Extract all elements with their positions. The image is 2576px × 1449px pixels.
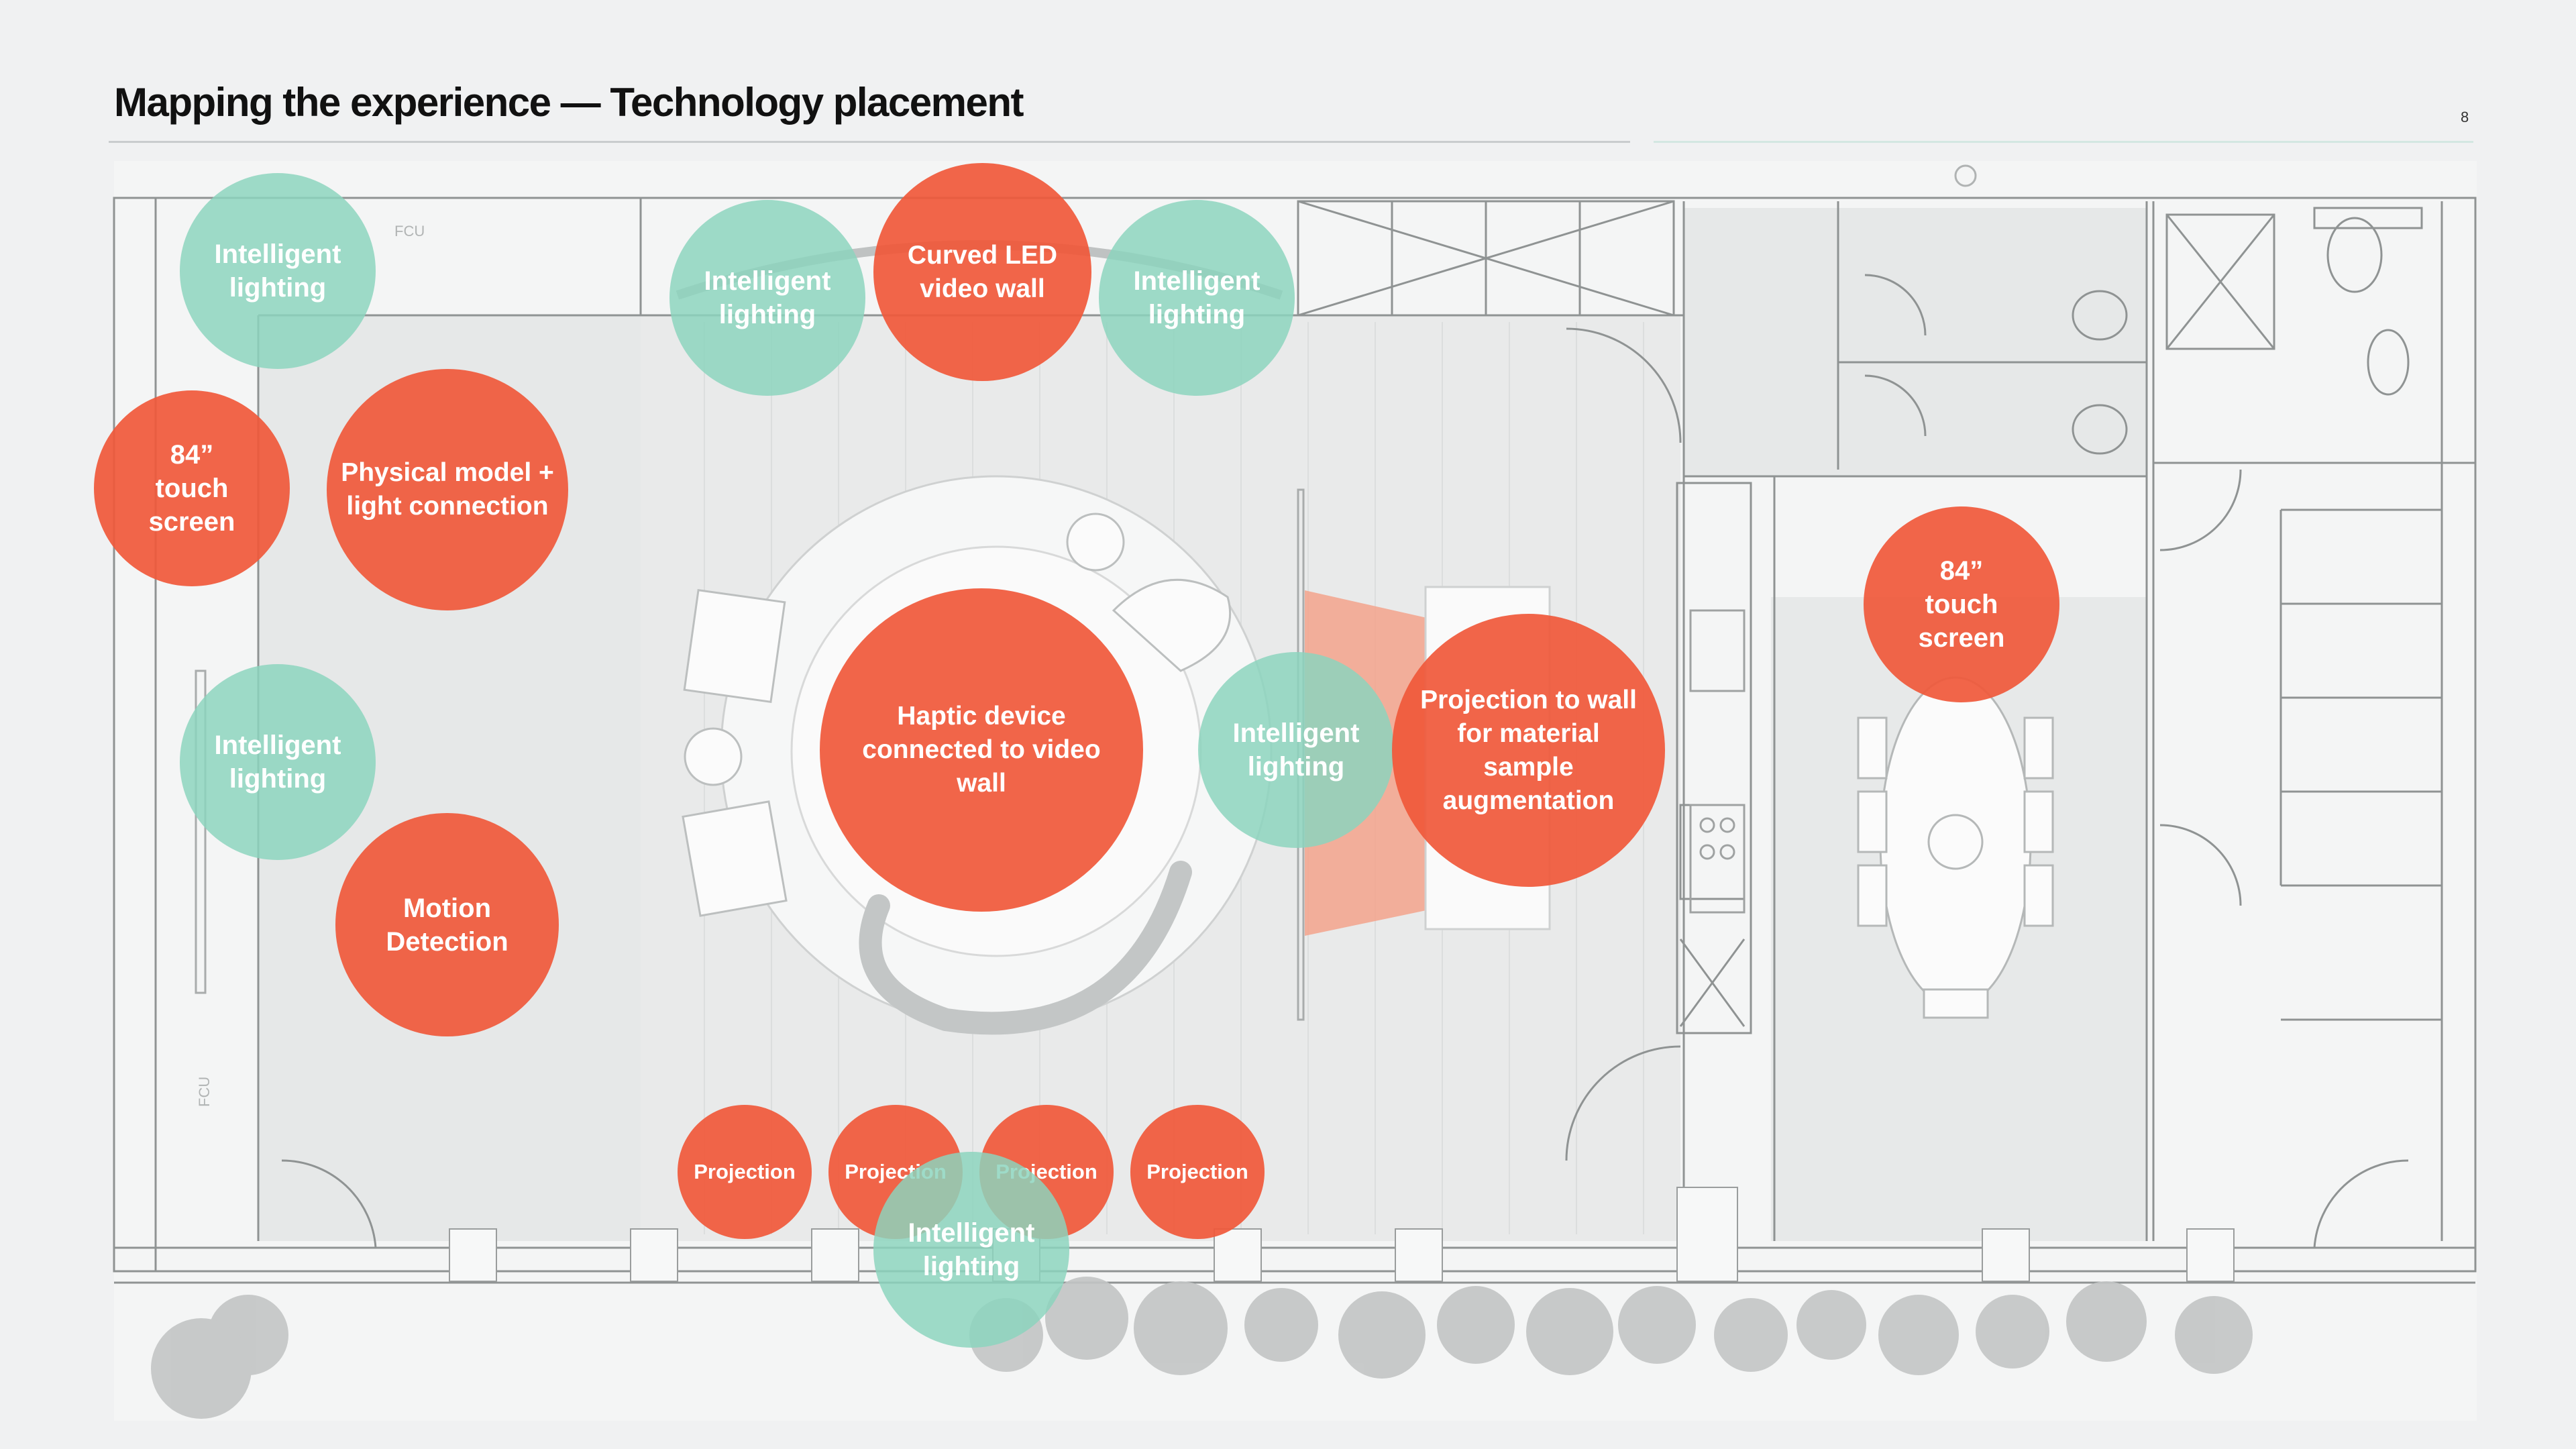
marker-label: Intelligent lighting [214, 731, 341, 794]
marker-label: Curved LED video wall [907, 240, 1058, 303]
marker-label: Intelligent lighting [214, 239, 341, 303]
page-number: 8 [2461, 109, 2469, 125]
fcu-label-top: FCU [394, 223, 425, 239]
marker-label: Projection to wall for material sample a… [1420, 685, 1637, 815]
touch-screen-marker: 84” touch screen [94, 390, 290, 586]
intelligent-lighting-marker: Intelligent lighting [1099, 200, 1295, 396]
haptic-device-marker: Haptic device connected to video wall [820, 588, 1143, 912]
marker-label: Intelligent lighting [908, 1218, 1035, 1281]
marker-label: 84” touch screen [148, 440, 235, 537]
intelligent-lighting-marker: Intelligent lighting [180, 173, 376, 369]
marker-label: Intelligent lighting [1133, 266, 1260, 329]
marker-label: 84” touch screen [1918, 556, 2005, 653]
marker-label: Motion Detection [386, 893, 508, 957]
title-divider [109, 141, 1630, 143]
dining-table [1857, 676, 2054, 1019]
intelligent-lighting-marker: Intelligent lighting [669, 200, 865, 396]
projection-marker: Projection [1130, 1105, 1265, 1239]
curved-led-video-wall-marker: Curved LED video wall [873, 163, 1091, 381]
floor-bath-zone [1684, 208, 2147, 476]
intelligent-lighting-marker: Intelligent lighting [180, 664, 376, 860]
marker-label: Haptic device connected to video wall [862, 702, 1101, 798]
fcu-label-left: FCU [196, 1077, 213, 1107]
structural-marker [1954, 164, 1977, 187]
motion-detection-marker: Motion Detection [335, 813, 559, 1036]
touch-screen-marker: 84” touch screen [1864, 506, 2059, 702]
intelligent-lighting-marker: Intelligent lighting [1198, 652, 1394, 848]
shrubs [151, 1277, 2253, 1419]
marker-label: Intelligent lighting [704, 266, 831, 329]
physical-model-marker: Physical model + light connection [327, 369, 568, 610]
page-title: Mapping the experience — Technology plac… [114, 80, 1024, 125]
projection-marker: Projection [678, 1105, 812, 1239]
marker-label: Intelligent lighting [1232, 718, 1360, 782]
marker-label: Physical model + light connection [341, 458, 554, 521]
title-divider-accent [1654, 141, 2473, 143]
marker-label: Projection [1146, 1160, 1248, 1183]
projection-wall-marker: Projection to wall for material sample a… [1392, 614, 1665, 887]
intelligent-lighting-marker: Intelligent lighting [873, 1152, 1069, 1348]
kitchen [1689, 609, 1746, 914]
marker-label: Projection [694, 1160, 796, 1183]
